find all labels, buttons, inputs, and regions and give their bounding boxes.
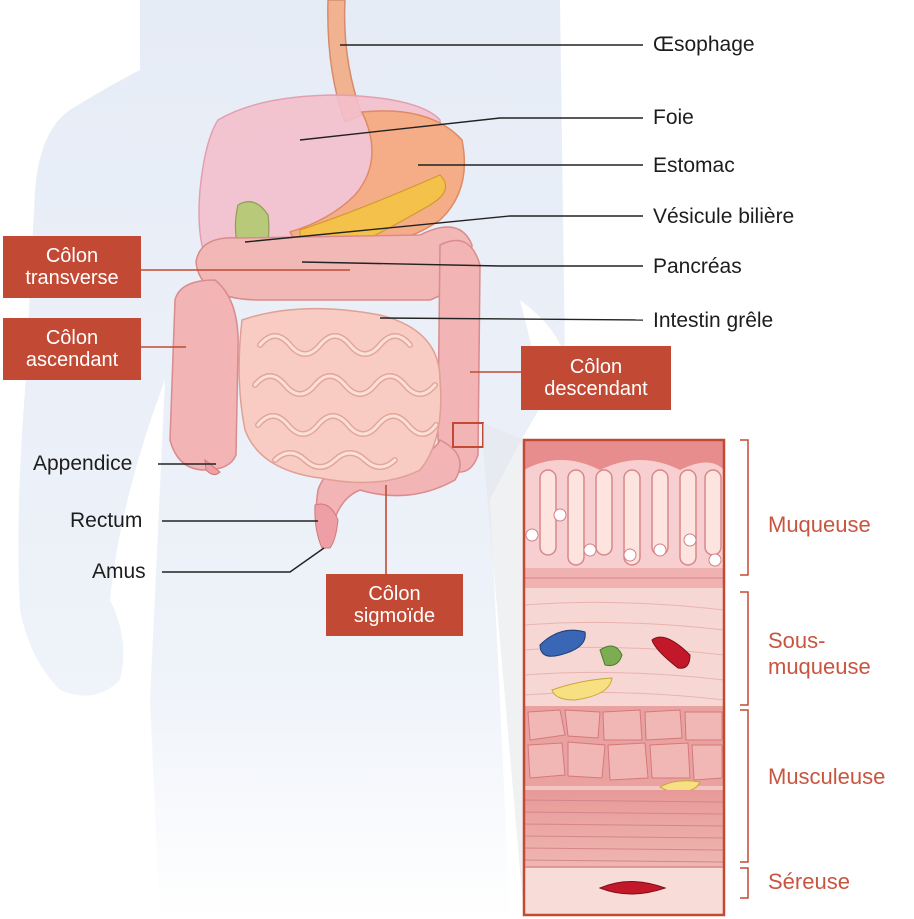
box-colon-descendant-line1: Côlon [521, 356, 671, 378]
bracket-sous-muqueuse [740, 592, 748, 705]
label-estomac: Estomac [653, 155, 735, 176]
box-colon-transverse-line2: transverse [3, 267, 141, 289]
label-rectum: Rectum [70, 510, 142, 531]
bracket-musculeuse [740, 710, 748, 862]
layer-muqueuse: Muqueuse [768, 512, 871, 538]
layer-sous-muqueuse-line1: Sous- [768, 628, 871, 654]
wall-cross-section [524, 440, 724, 915]
ascending-colon-shape [170, 280, 238, 470]
layer-sous-muqueuse: Sous- muqueuse [768, 628, 871, 680]
bracket-sereuse [740, 868, 748, 898]
label-foie: Foie [653, 107, 694, 128]
label-appendice: Appendice [33, 453, 132, 474]
box-colon-transverse: Côlon transverse [3, 236, 141, 298]
box-colon-descendant-line2: descendant [521, 378, 671, 400]
box-colon-ascendant: Côlon ascendant [3, 318, 141, 380]
box-colon-ascendant-line1: Côlon [3, 327, 141, 349]
box-colon-sigmoide-line1: Côlon [326, 583, 463, 605]
box-colon-sigmoide: Côlon sigmoïde [326, 574, 463, 636]
label-anus: Amus [92, 561, 146, 582]
label-intestin-grele: Intestin grêle [653, 310, 773, 331]
layer-sous-muqueuse-line2: muqueuse [768, 654, 871, 680]
label-vesicule-biliaire: Vésicule bilière [653, 206, 794, 227]
box-colon-sigmoide-line2: sigmoïde [326, 605, 463, 627]
descending-colon-shape [438, 241, 480, 473]
layer-musculeuse: Musculeuse [768, 764, 885, 790]
transverse-colon-shape [196, 227, 472, 300]
label-pancreas: Pancréas [653, 256, 742, 277]
box-colon-transverse-line1: Côlon [3, 245, 141, 267]
layer-sereuse: Séreuse [768, 869, 850, 895]
box-colon-descendant: Côlon descendant [521, 346, 671, 410]
bracket-muqueuse [740, 440, 748, 575]
box-colon-ascendant-line2: ascendant [3, 349, 141, 371]
label-oesophage: Œsophage [653, 34, 755, 55]
